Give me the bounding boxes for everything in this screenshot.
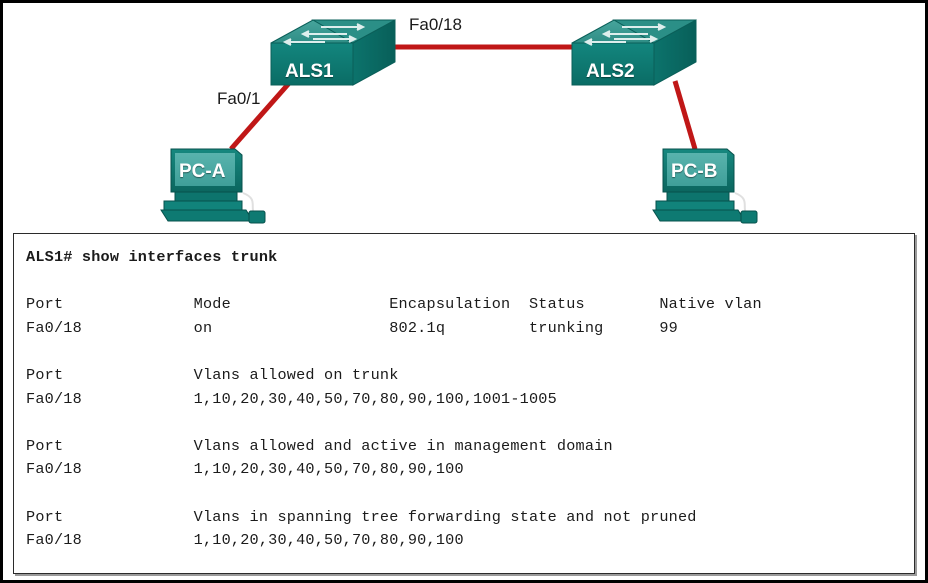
device-pc-b[interactable]	[652, 148, 758, 224]
cli-prompt-line: ALS1# show interfaces trunk	[26, 248, 278, 266]
cli-output-inner: ALS1# show interfaces trunk Port Mode En…	[14, 234, 914, 573]
device-pc-a[interactable]	[160, 148, 266, 224]
device-switch-als1[interactable]	[270, 19, 396, 86]
topology-canvas	[160, 19, 758, 224]
link-als1-pca	[229, 79, 293, 151]
network-topology-diagram: ALS1 ALS2 PC-A PC-B Fa0/18 Fa0/1	[3, 3, 925, 233]
device-label-pc-a: PC-A	[179, 161, 226, 182]
link-als2-pcb	[672, 80, 698, 150]
device-label-pc-b: PC-B	[671, 161, 718, 182]
link-label-fa0-1: Fa0/1	[217, 89, 261, 108]
device-switch-als2[interactable]	[571, 19, 697, 86]
cli-output-body: Port Mode Encapsulation Status Native vl…	[26, 295, 762, 550]
cli-output-panel: ALS1# show interfaces trunk Port Mode En…	[13, 233, 915, 574]
cli-blank-line	[26, 270, 904, 294]
link-label-fa0-18: Fa0/18	[409, 15, 462, 34]
